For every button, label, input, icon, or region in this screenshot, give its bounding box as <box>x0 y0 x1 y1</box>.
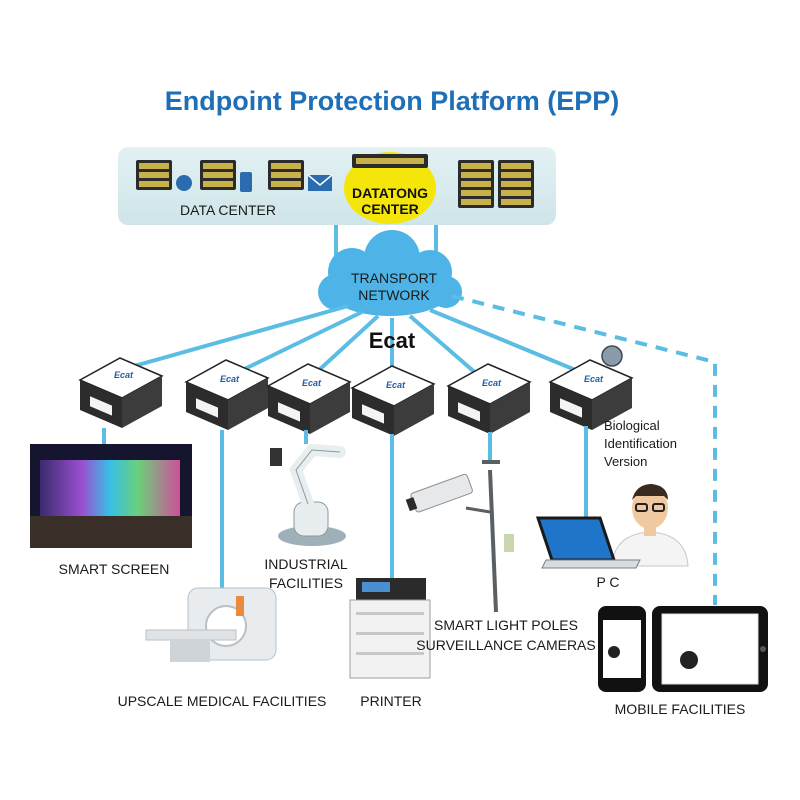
datatong-center-label: CENTER <box>361 201 419 217</box>
ct-scanner-icon <box>145 587 277 662</box>
tablet-device-icon <box>652 606 768 692</box>
ecat-device: Ecat <box>447 363 531 435</box>
device-links <box>102 426 588 590</box>
medical-facilities-label: UPSCALE MEDICAL FACILITIES <box>118 693 327 709</box>
ecat-device: Ecat <box>267 363 351 435</box>
mail-icon <box>307 174 333 191</box>
bio-version-label: Identification <box>604 436 677 451</box>
transport-network-label: NETWORK <box>358 287 430 303</box>
datatong-center-label: DATATONG <box>352 185 428 201</box>
smart-screen-label: SMART SCREEN <box>59 561 170 577</box>
svg-text:Ecat: Ecat <box>220 374 240 384</box>
phone-icon <box>240 172 252 192</box>
wireless-link <box>451 294 717 605</box>
ecat-device: Ecat <box>79 357 163 429</box>
industrial-facilities-label: FACILITIES <box>269 575 343 591</box>
printer-icon <box>349 578 431 679</box>
ecat-label: Ecat <box>369 328 416 353</box>
ecat-device: Ecat <box>351 365 435 437</box>
server-rack-icon <box>136 160 172 190</box>
data-center-label: DATA CENTER <box>180 202 276 218</box>
industrial-robot-icon <box>270 443 346 546</box>
smart-screen-image <box>30 444 192 548</box>
svg-text:Ecat: Ecat <box>114 370 134 380</box>
surveillance-cameras-label: SURVEILLANCE CAMERAS <box>416 637 595 653</box>
svg-text:Ecat: Ecat <box>386 380 406 390</box>
industrial-facilities-label: INDUSTRIAL <box>264 556 347 572</box>
datatong-center-badge <box>344 152 436 224</box>
laptop-icon <box>535 516 641 569</box>
server-rack-icon <box>352 154 428 168</box>
svg-text:Ecat: Ecat <box>482 378 502 388</box>
database-icon <box>176 175 192 191</box>
network-links <box>119 304 591 384</box>
light-pole-camera-icon <box>405 460 514 613</box>
printer-label: PRINTER <box>360 693 421 709</box>
svg-text:Ecat: Ecat <box>302 378 322 388</box>
ecat-device: Ecat <box>549 359 633 431</box>
bio-version-label: Version <box>604 454 647 469</box>
cloud-icon <box>318 230 462 316</box>
bio-version-label: Biological <box>604 418 660 433</box>
server-rack-icon <box>200 160 236 190</box>
phone-device-icon <box>598 606 646 692</box>
server-rack-icon <box>268 160 304 190</box>
transport-network-label: TRANSPORT <box>351 270 438 286</box>
mobile-facilities-label: MOBILE FACILITIES <box>615 701 746 717</box>
person-icon <box>611 484 689 567</box>
ecat-device: Ecat <box>185 359 269 431</box>
pc-label: P C <box>596 574 619 590</box>
svg-text:Ecat: Ecat <box>584 374 604 384</box>
smart-light-poles-label: SMART LIGHT POLES <box>434 617 578 633</box>
fingerprint-sensor-icon <box>601 345 623 367</box>
page-title: Endpoint Protection Platform (EPP) <box>165 86 620 116</box>
